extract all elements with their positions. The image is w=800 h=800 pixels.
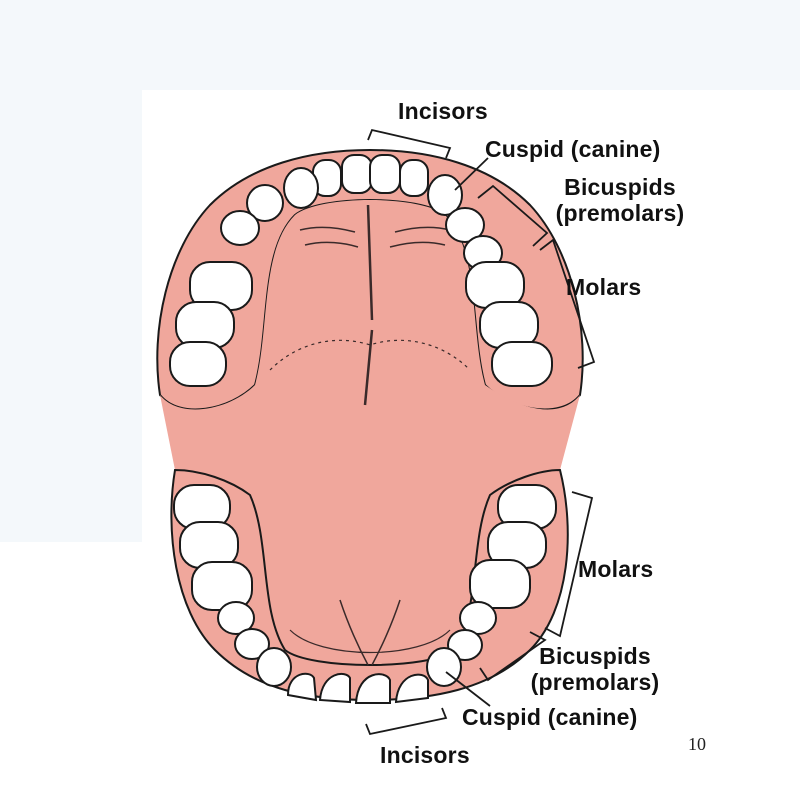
upper-incisor-tooth [399, 159, 429, 197]
lower-molars-bracket [544, 491, 594, 638]
upper-bicuspid-tooth [445, 207, 485, 243]
label-upper-bicuspids: Bicuspids (premolars) [536, 174, 704, 226]
label-lower-incisors: Incisors [380, 742, 470, 768]
upper-incisor-tooth [341, 154, 373, 194]
lower-incisor-tooth [286, 672, 318, 702]
label-lower-molars: Molars [578, 556, 654, 582]
label-lower-bicuspids: Bicuspids (premolars) [510, 643, 680, 695]
lower-bicuspid-tooth [217, 601, 255, 635]
lower-teeth [173, 484, 557, 704]
lower-bicuspids-bracket [479, 631, 547, 682]
page-number: 10 [688, 734, 706, 754]
label-lower-cuspid: Cuspid (canine) [462, 704, 638, 730]
lower-incisor-tooth [354, 673, 391, 704]
label-upper-molars: Molars [566, 274, 642, 300]
upper-teeth [169, 154, 553, 387]
upper-incisors-bracket [367, 128, 452, 159]
label-lower-bicuspids-line1: Bicuspids [539, 643, 651, 669]
upper-cuspid-tooth [283, 167, 319, 209]
upper-cuspid-pointer [454, 157, 489, 191]
upper-molar-tooth [491, 341, 553, 387]
upper-bicuspid-tooth [220, 210, 260, 246]
label-upper-incisors: Incisors [398, 98, 488, 124]
upper-bicuspids-bracket [477, 184, 549, 247]
label-brackets [365, 128, 596, 736]
upper-bicuspid-tooth [246, 184, 284, 222]
lower-cuspid-tooth [256, 647, 292, 687]
lower-molar-tooth [469, 559, 531, 609]
label-upper-bicuspids-line2: (premolars) [555, 200, 685, 226]
upper-molar-tooth [169, 341, 227, 387]
lower-bicuspid-tooth [234, 628, 270, 660]
label-upper-bicuspids-line1: Bicuspids [564, 174, 676, 200]
slide-background-left [0, 90, 142, 542]
upper-cuspid-tooth [427, 174, 463, 216]
lower-cuspid-pointer [445, 671, 491, 707]
slide-background-top [0, 0, 800, 90]
lower-incisor-tooth [394, 673, 429, 704]
label-lower-bicuspids-line2: (premolars) [530, 669, 660, 695]
lower-incisors-bracket [365, 707, 448, 736]
upper-incisor-tooth [369, 154, 401, 194]
label-upper-cuspid: Cuspid (canine) [485, 136, 661, 162]
lower-bicuspid-tooth [447, 629, 483, 661]
lower-incisor-tooth [318, 673, 351, 704]
palate [160, 200, 580, 665]
upper-molars-bracket [539, 238, 596, 369]
